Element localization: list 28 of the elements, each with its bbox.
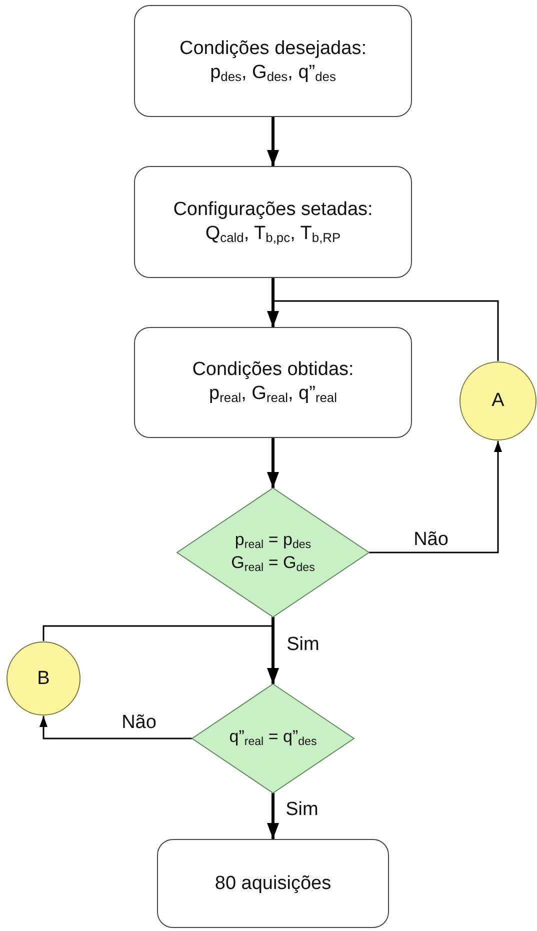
arrow <box>267 278 279 327</box>
decision-diamond <box>192 684 354 793</box>
process-box <box>134 166 412 278</box>
process-box <box>134 5 412 117</box>
connector-label: B <box>37 666 50 690</box>
arrow <box>267 438 279 488</box>
arrow <box>267 617 279 684</box>
condition-text: q”$_{real}$ = q”$_{des}$ <box>229 727 317 750</box>
process-box <box>157 839 389 928</box>
variable-list: Q$_{cald}$, T$_{b,pc}$, T$_{b,RP}$ <box>205 222 341 246</box>
arrow <box>267 117 279 166</box>
variable-list: p$_{real}$, G$_{real}$, q”$_{real}$ <box>209 382 337 407</box>
step-heading: Condições obtidas: <box>192 358 354 382</box>
condition-text: p$_{real}$ = p$_{des}$ <box>234 530 312 552</box>
connector-label: A <box>492 389 504 413</box>
process-box <box>134 327 412 438</box>
step-heading: Configurações setadas: <box>173 198 373 222</box>
condition-text: G$_{real}$ = G$_{des}$ <box>231 552 315 575</box>
arrow <box>369 441 502 554</box>
step-heading: 80 aquisições <box>214 872 332 896</box>
step-heading: Condições desejadas: <box>180 36 366 61</box>
connector-circle <box>6 641 81 716</box>
arrow <box>40 716 192 740</box>
arrow <box>267 793 279 839</box>
arrow <box>269 300 499 361</box>
variable-list: p$_{des}$, G$_{des}$, q”$_{des}$ <box>210 60 336 86</box>
connector-circle <box>459 361 537 441</box>
decision-diamond <box>177 488 369 617</box>
